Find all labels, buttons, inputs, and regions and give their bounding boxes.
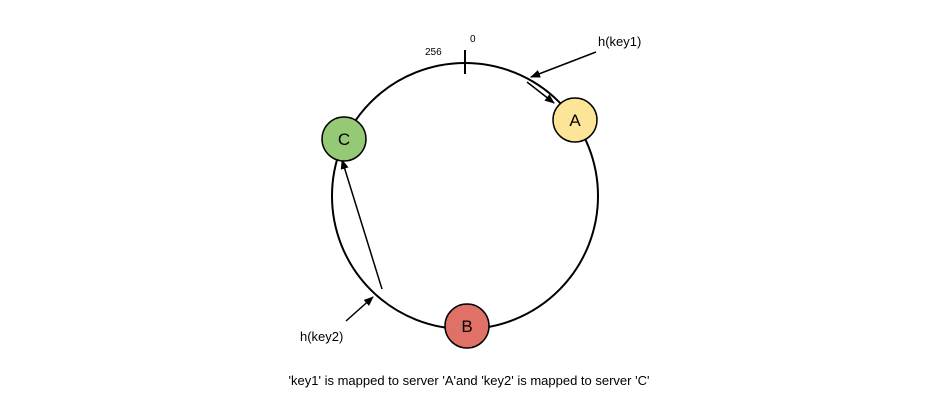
key2-to-server-c-arrow bbox=[340, 159, 383, 290]
ring-zero-label: 0 bbox=[470, 34, 476, 45]
key1-pointer-arrow bbox=[530, 51, 597, 78]
server-b-circle bbox=[444, 303, 490, 349]
server-a-label: A bbox=[569, 111, 581, 130]
key2-pointer-arrow bbox=[345, 296, 374, 322]
server-c-circle bbox=[321, 116, 367, 162]
server-node-c: C bbox=[321, 116, 367, 162]
server-node-a: A bbox=[552, 97, 598, 143]
hash-ring bbox=[331, 62, 599, 330]
key1-label: h(key1) bbox=[598, 34, 641, 49]
server-a-circle bbox=[552, 97, 598, 143]
server-c-label: C bbox=[338, 130, 350, 149]
ring-wrap-label: 256 bbox=[425, 47, 442, 58]
server-node-b: B bbox=[444, 303, 490, 349]
server-b-label: B bbox=[461, 317, 472, 336]
key1-to-server-a-arrow bbox=[526, 81, 555, 104]
key2-label: h(key2) bbox=[300, 329, 343, 344]
diagram-caption: 'key1' is mapped to server 'A'and 'key2'… bbox=[289, 373, 650, 388]
